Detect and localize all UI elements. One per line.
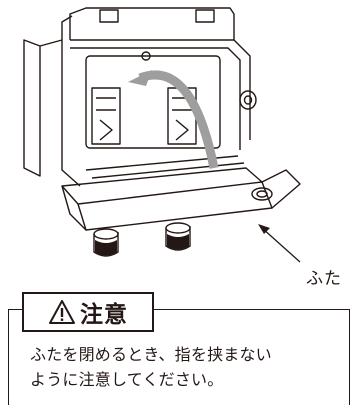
- caution-notice: 注意 ふたを閉めるとき、指を挟まない ように注意してください。: [8, 292, 356, 405]
- caution-heading: 注意: [22, 292, 154, 332]
- warning-triangle-icon: [49, 300, 75, 324]
- caution-message: ふたを閉めるとき、指を挟まない ように注意してください。: [30, 342, 360, 392]
- caution-message-line-2: ように注意してください。: [30, 370, 224, 389]
- caution-heading-text: 注意: [80, 302, 128, 328]
- caution-frame: [8, 309, 350, 405]
- caution-message-line-1: ふたを閉めるとき、指を挟まない: [30, 345, 272, 364]
- lid-callout-label: ふた: [306, 269, 342, 289]
- device-illustration: [23, 7, 301, 263]
